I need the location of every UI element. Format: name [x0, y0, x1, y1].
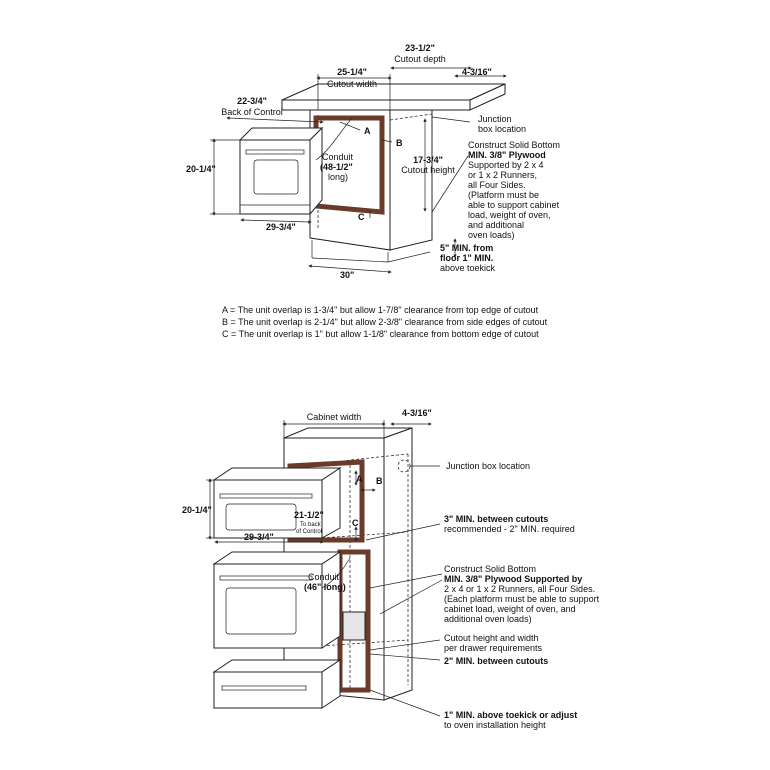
- lower-cutout-frame: [337, 549, 371, 693]
- overlap-notes: A = The unit overlap is 1-3/4" but allow…: [222, 305, 548, 339]
- lower-height-value: 20-1/4": [182, 505, 212, 515]
- junction-label-2: box location: [478, 124, 526, 134]
- oven-depth-dim: [240, 218, 312, 224]
- svg-text:oven loads): oven loads): [468, 230, 515, 240]
- conduit-label-3: long): [328, 172, 348, 182]
- upper-oven-top: [212, 467, 342, 481]
- height-value: 20-1/4": [186, 164, 216, 174]
- lower-conduit-label-2: (46" long): [304, 582, 346, 592]
- svg-text:Construct Solid Bottom: Construct Solid Bottom: [444, 564, 536, 574]
- conduit-label-2: (48-1/2": [320, 162, 353, 172]
- cutout-spacing-1: 3" MIN. between cutouts: [444, 514, 548, 524]
- offset-value: 4-3/16": [462, 67, 492, 77]
- junction-box-label: Junction box location: [446, 461, 530, 471]
- conduit-line: [315, 117, 353, 161]
- lower-conduit-line: [321, 557, 351, 589]
- depth-value: 23-1/2": [405, 43, 435, 53]
- svg-text:(Platform must be: (Platform must be: [468, 190, 539, 200]
- svg-text:additional oven loads): additional oven loads): [444, 614, 532, 624]
- svg-text:MIN. 3/8" Plywood Supported by: MIN. 3/8" Plywood Supported by: [444, 574, 582, 584]
- svg-text:MIN. 3/8" Plywood: MIN. 3/8" Plywood: [468, 150, 546, 160]
- width-label: Cutout width: [327, 79, 377, 89]
- back-value: 22-3/4": [237, 96, 267, 106]
- bottom-construction-note: Construct Solid Bottom MIN. 3/8" Plywood…: [468, 140, 560, 240]
- svg-text:5" MIN. from: 5" MIN. from: [440, 243, 493, 253]
- svg-text:floor 1" MIN.: floor 1" MIN.: [440, 253, 493, 263]
- note-b: B = The unit overlap is 2-1/4" but allow…: [222, 317, 548, 327]
- note-a: A = The unit overlap is 1-3/4" but allow…: [222, 305, 539, 315]
- warming-drawer-top: [212, 659, 342, 673]
- back-dim: [226, 116, 324, 124]
- svg-text:cabinet load, weight of oven,: cabinet load, weight of oven, and: [444, 604, 576, 614]
- lower-depth-label-1: To back: [300, 522, 322, 528]
- lower-oven-window: [225, 587, 297, 635]
- svg-text:load, weight of oven,: load, weight of oven,: [468, 210, 551, 220]
- floor-clearance-note: 5" MIN. from floor 1" MIN. above toekick: [440, 243, 496, 273]
- lower-oven: [213, 563, 323, 649]
- svg-text:Construct Solid Bottom: Construct Solid Bottom: [468, 140, 560, 150]
- countertop: [281, 83, 506, 101]
- bottom-diagram: Cabinet width 4-3/16" Junction box locat…: [182, 408, 600, 730]
- svg-text:Supported by 2 x 4: Supported by 2 x 4: [468, 160, 544, 170]
- top-diagram: 23-1/2" Cutout depth 4-3/16" 25-1/4" Cut…: [186, 43, 560, 280]
- cutout-height-label: Cutout height: [401, 165, 455, 175]
- marker-b: B: [396, 138, 403, 148]
- upper-oven-window: [225, 503, 297, 531]
- svg-text:(Each platform must be able to: (Each platform must be able to support: [444, 594, 600, 604]
- between-cutouts: 2" MIN. between cutouts: [444, 656, 548, 666]
- drawer-requirements-1: Cutout height and width: [444, 633, 539, 643]
- lower-marker-a: A: [356, 474, 363, 484]
- lower-depth-label-2: of Control: [296, 529, 322, 535]
- lower-depth-value: 21-1/2": [294, 510, 324, 520]
- cabinet-width-label: Cabinet width: [307, 412, 362, 422]
- oven-window: [253, 159, 299, 195]
- svg-text:all Four Sides.: all Four Sides.: [468, 180, 526, 190]
- width-value: 25-1/4": [337, 67, 367, 77]
- drawer-requirements-2: per drawer requirements: [444, 643, 543, 653]
- lower-marker-b: B: [376, 476, 383, 486]
- lower-conduit-label-1: Conduit: [308, 572, 340, 582]
- toekick-note-2: to oven installation height: [444, 720, 546, 730]
- svg-text:2 x 4 or 1 x 2 Runners, all Fo: 2 x 4 or 1 x 2 Runners, all Four Sides.: [444, 584, 595, 594]
- oven-front: [239, 139, 311, 215]
- conduit-label-1: Conduit: [322, 152, 354, 162]
- cab-width-value: 30": [340, 270, 354, 280]
- platform-note: Construct Solid Bottom MIN. 3/8" Plywood…: [444, 564, 600, 624]
- cab-width-dim: [308, 264, 392, 274]
- marker-a: A: [364, 126, 371, 136]
- oven-depth-value: 29-3/4": [266, 222, 296, 232]
- svg-text:able to support cabinet: able to support cabinet: [468, 200, 560, 210]
- cutout-height-value: 17-3/4": [413, 155, 443, 165]
- svg-text:or 1 x 2 Runners,: or 1 x 2 Runners,: [468, 170, 537, 180]
- upper-oven: [213, 479, 323, 539]
- back-label: Back of Control: [221, 107, 283, 117]
- note-c: C = The unit overlap is 1" but allow 1-1…: [222, 329, 539, 339]
- lower-oven-top: [212, 551, 342, 565]
- depth-label: Cutout depth: [394, 54, 446, 64]
- svg-text:and additional: and additional: [468, 220, 524, 230]
- lower-oven-depth-value: 29-3/4": [244, 532, 274, 542]
- toekick-note-1: 1" MIN. above toekick or adjust: [444, 710, 577, 720]
- junction-label-1: Junction: [478, 114, 512, 124]
- lower-offset-value: 4-3/16": [402, 408, 432, 418]
- marker-c: C: [358, 212, 365, 222]
- wall-oven: [238, 127, 324, 141]
- cutout-spacing-2: recommended - 2" MIN. required: [444, 524, 575, 534]
- lower-marker-c: C: [352, 518, 359, 528]
- svg-text:above toekick: above toekick: [440, 263, 496, 273]
